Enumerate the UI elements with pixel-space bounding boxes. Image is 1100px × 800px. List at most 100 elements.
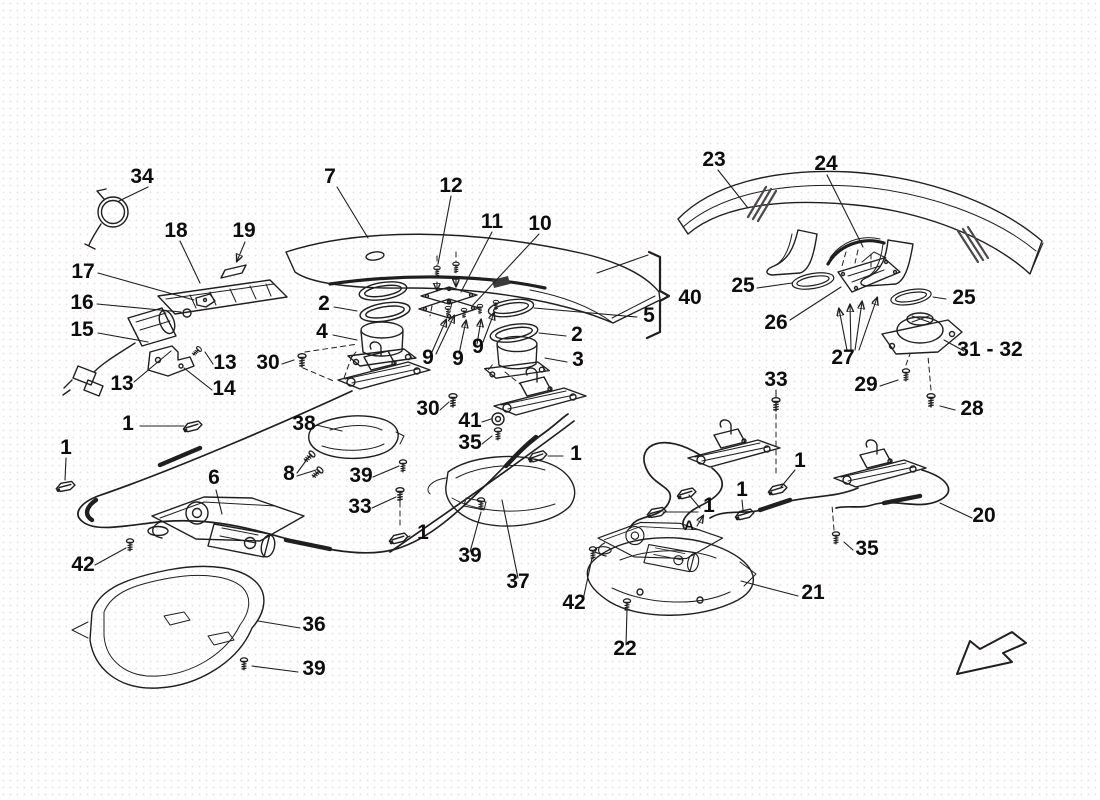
callout-30: 30: [256, 351, 279, 374]
bracket-part-17: [195, 293, 216, 308]
cable-clip-icon: [733, 507, 756, 521]
screw-icon: [901, 368, 911, 382]
seal-gasket-part: [357, 278, 409, 304]
latch-assembly-part: [337, 341, 431, 390]
cable-part-20: [629, 441, 950, 529]
screw-icon: [125, 538, 135, 552]
callout-12: 12: [439, 174, 462, 197]
callout-39: 39: [349, 464, 372, 487]
callout-21: 21: [801, 581, 825, 604]
callout-3: 3: [572, 348, 584, 371]
callout-20: 20: [972, 504, 995, 527]
screw-icon: [926, 393, 936, 408]
cable-loop-part: [77, 390, 575, 554]
seal-gasket-part: [488, 320, 540, 346]
callout-18: 18: [164, 219, 188, 242]
callout-33b: 33: [764, 368, 787, 391]
callout-22: 22: [613, 637, 636, 660]
bracket-brace-40: [645, 250, 671, 340]
wing-pylon-part: [766, 229, 914, 287]
cable-clip-icon: [766, 482, 789, 496]
seal-gasket-part: [889, 285, 933, 309]
screw-icon: [395, 487, 405, 502]
direction-arrow-icon: [956, 631, 1027, 675]
callout-2b: 2: [571, 323, 583, 346]
callout-36: 36: [302, 613, 325, 636]
callout-1e: 1: [794, 449, 806, 472]
callout-labels: 34 7 12 11 10 23 24 18 19 17 16 15 13 13…: [60, 148, 1023, 680]
seal-gasket-part: [486, 295, 536, 321]
callout-13: 13: [110, 372, 133, 395]
callout-34: 34: [130, 165, 154, 188]
rubber-mount-part: [484, 335, 550, 379]
callout-9a: 9: [422, 346, 434, 369]
screw-icon: [831, 531, 841, 545]
callout-1g: 1: [703, 494, 715, 517]
mount-plate-part-26: [837, 251, 901, 293]
screw-icon: [448, 393, 458, 408]
callout-2: 2: [318, 292, 330, 315]
callout-31-32: 31 - 32: [957, 338, 1022, 361]
cable-clip-icon: [675, 486, 698, 500]
callout-6: 6: [208, 466, 220, 489]
screw-icon: [398, 459, 408, 473]
rubber-mount-part: [347, 321, 417, 367]
callout-A: A: [684, 517, 694, 533]
screw-icon: [493, 427, 503, 441]
callout-39c: 39: [302, 657, 325, 680]
leader-lines: [64, 169, 973, 673]
cable-clip-icon: [181, 419, 204, 433]
latch-assembly-part: [687, 419, 781, 468]
latch-assembly-part: [493, 367, 587, 416]
screw-icon: [771, 397, 781, 412]
callout-13b: 13: [213, 351, 236, 374]
callout-4: 4: [316, 320, 328, 343]
cable-clip-icon: [387, 531, 410, 545]
seal-strip-part-24: [826, 239, 886, 266]
callout-17: 17: [71, 260, 94, 283]
cable-clip-icon: [54, 480, 77, 493]
callout-42b: 42: [562, 591, 585, 614]
callout-39b: 39: [458, 544, 481, 567]
screw-icon: [239, 657, 249, 671]
cover-part-37: [427, 455, 576, 527]
wing-mount-part-31-32: [881, 312, 963, 355]
callout-1d: 1: [417, 521, 429, 544]
callout-24: 24: [814, 152, 838, 175]
callout-8: 8: [283, 462, 295, 485]
screw-icon: [301, 449, 317, 465]
screw-icon: [452, 261, 460, 274]
callout-7: 7: [324, 165, 336, 188]
seal-gasket-part: [357, 298, 413, 326]
latch-assembly-part: [833, 439, 927, 488]
callout-1b: 1: [60, 436, 72, 459]
callout-33: 33: [348, 495, 371, 518]
screw-icon: [444, 305, 452, 317]
callout-1c: 1: [570, 442, 582, 465]
tray-part-21: [586, 537, 757, 616]
callout-16: 16: [70, 291, 93, 314]
callout-29: 29: [854, 373, 877, 396]
callout-28: 28: [960, 397, 984, 420]
callout-1f: 1: [736, 478, 748, 501]
tray-part-36: [71, 565, 265, 689]
actuator-motor-part: [147, 496, 305, 559]
brake-light-strip-part: [157, 279, 288, 315]
callout-35b: 35: [855, 537, 879, 560]
callout-15: 15: [70, 318, 94, 341]
screw-icon: [309, 465, 325, 481]
callout-25b: 25: [952, 286, 976, 309]
callout-9b: 9: [452, 347, 464, 370]
callout-40: 40: [678, 286, 701, 309]
washer-part-41: [491, 412, 505, 426]
callout-14: 14: [212, 377, 236, 400]
screw-icon: [190, 345, 203, 358]
callout-23: 23: [702, 148, 725, 171]
shim-plates-part: [418, 286, 480, 319]
cover-part-38: [308, 415, 405, 460]
callout-35: 35: [458, 431, 482, 454]
callout-26: 26: [764, 311, 787, 334]
callout-1a: 1: [122, 412, 134, 435]
callout-30b: 30: [416, 397, 439, 420]
